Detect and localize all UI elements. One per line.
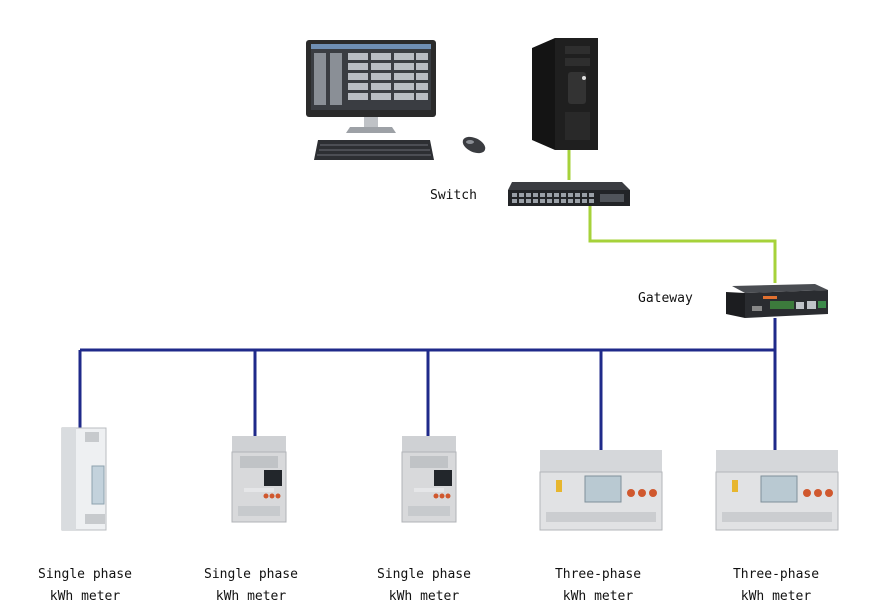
single-phase-meter-icon [61,427,107,531]
meter-label-type: Single phase [38,567,132,582]
meter-label-kind: kWh meter [49,589,121,604]
mouse-icon [462,136,486,154]
meter-label-2: Single phase kWh meter [181,564,321,608]
keyboard-icon [314,140,434,160]
gateway-label: Gateway [638,291,693,306]
rs485-bus [78,318,777,450]
meter-label-1: Single phase kWh meter [15,564,155,608]
meter-label-5: Three-phase kWh meter [706,564,846,608]
meter-label-kind: kWh meter [562,589,634,604]
meter-label-kind: kWh meter [388,589,460,604]
single-phase-meter-icon [231,436,287,523]
meter-label-type: Three-phase [554,567,642,582]
meter-label-kind: kWh meter [740,589,812,604]
single-phase-meter-icon [401,436,457,523]
three-phase-meter-icon [715,450,839,531]
meter-label-type: Single phase [377,567,471,582]
meter-label-4: Three-phase kWh meter [528,564,668,608]
network-switch-icon [508,182,630,206]
gateway-icon [726,284,828,318]
meter-label-type: Three-phase [732,567,820,582]
meter-label-3: Single phase kWh meter [354,564,494,608]
switch-to-gateway-link [588,206,777,283]
meter-label-type: Single phase [204,567,298,582]
switch-label: Switch [430,188,477,203]
monitor-icon [306,40,436,133]
meter-label-kind: kWh meter [215,589,287,604]
ethernet-links [567,150,777,283]
server-tower-icon [532,38,598,150]
three-phase-meter-icon [539,450,663,531]
